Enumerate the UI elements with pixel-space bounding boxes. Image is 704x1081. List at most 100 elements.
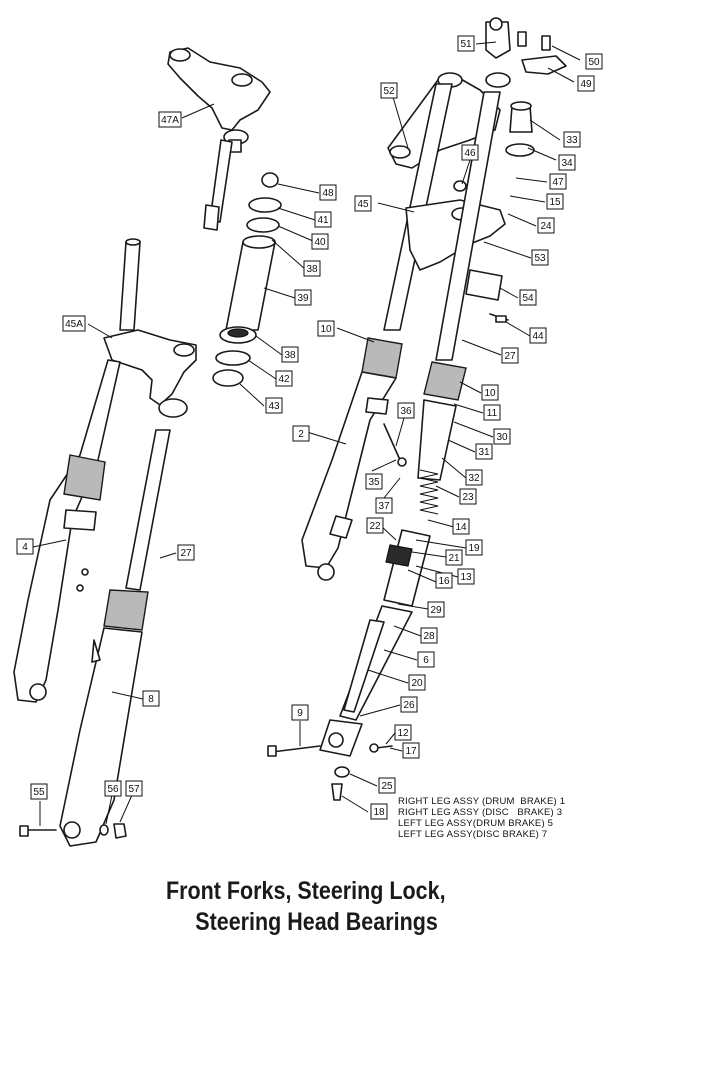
callout-number: 27 <box>180 548 192 559</box>
callout-40: 40 <box>311 233 329 250</box>
left-fork-tube-27-part <box>59 429 171 847</box>
bolt-9-part <box>267 745 321 757</box>
callout-42: 42 <box>275 370 293 387</box>
callout-box <box>501 347 519 364</box>
callout-number: 45 <box>357 199 369 210</box>
callout-number: 43 <box>268 401 280 412</box>
callout-2: 2 <box>292 425 310 442</box>
callout-14: 14 <box>452 518 470 535</box>
callout-box <box>311 233 329 250</box>
top-nut-33-part <box>505 101 535 157</box>
washer-25-part <box>334 766 350 778</box>
callout-box <box>375 497 393 514</box>
callout-box <box>177 544 195 561</box>
callout-box <box>452 518 470 535</box>
callout-box <box>585 53 603 70</box>
callout-number: 42 <box>278 374 290 385</box>
left-fork-bottom-yoke-45a-part <box>103 329 197 418</box>
callout-36: 36 <box>397 402 415 419</box>
legend-line: LEFT LEG ASSY(DISC BRAKE) 7 <box>398 829 548 840</box>
legend-line: RIGHT LEG ASSY (DISC BRAKE) 3 <box>398 807 563 818</box>
callout-number: 28 <box>423 631 435 642</box>
callout-box <box>465 469 483 486</box>
callout-box <box>546 193 564 210</box>
callout-27: 27 <box>501 347 519 364</box>
callout-number: 26 <box>403 700 415 711</box>
legend-line: LEFT LEG ASSY(DRUM BRAKE) 5 <box>398 818 554 829</box>
callout-box <box>62 315 86 332</box>
callout-51: 51 <box>457 35 475 52</box>
callout-39: 39 <box>294 289 312 306</box>
callout-number: 50 <box>588 57 600 68</box>
callout-number: 6 <box>423 655 429 666</box>
callout-box <box>457 568 475 585</box>
callout-number: 46 <box>464 148 476 159</box>
left-lower-leg-4-part <box>13 359 121 703</box>
callout-box <box>465 539 483 556</box>
callout-number: 38 <box>284 350 296 361</box>
callout-number: 41 <box>317 215 329 226</box>
callout-box <box>314 211 332 228</box>
callout-box <box>445 549 463 566</box>
callout-number: 53 <box>534 253 546 264</box>
callout-number: 19 <box>468 543 480 554</box>
callout-48: 48 <box>319 184 337 201</box>
callout-box <box>400 696 418 713</box>
callout-number: 17 <box>405 746 417 757</box>
callout-22: 22 <box>366 517 384 534</box>
callout-number: 47A <box>161 115 179 126</box>
callout-box <box>319 184 337 201</box>
callout-10: 10 <box>317 320 335 337</box>
callout-13: 13 <box>457 568 475 585</box>
callout-box <box>281 346 299 363</box>
callout-38: 38 <box>303 260 321 277</box>
callout-26: 26 <box>400 696 418 713</box>
callout-number: 31 <box>478 447 490 458</box>
callout-box <box>370 803 388 820</box>
callout-box <box>292 425 310 442</box>
damper-assembly-part <box>319 529 431 757</box>
callout-number: 22 <box>369 521 381 532</box>
callout-number: 10 <box>484 388 496 399</box>
callout-35: 35 <box>365 473 383 490</box>
callout-11: 11 <box>483 404 501 421</box>
callout-box <box>16 538 34 555</box>
callout-number: 15 <box>549 197 561 208</box>
callout-box <box>354 195 372 212</box>
callout-box <box>577 75 595 92</box>
callout-44: 44 <box>529 327 547 344</box>
callout-number: 14 <box>455 522 467 533</box>
callout-45: 45 <box>354 195 372 212</box>
top-yoke-47a-part <box>167 47 271 231</box>
callout-box <box>427 601 445 618</box>
callout-number: 4 <box>22 542 28 553</box>
caption-line-1: Front Forks, Steering Lock, <box>166 877 446 905</box>
screw-12-17-part <box>369 743 393 753</box>
callout-box <box>402 742 420 759</box>
callout-number: 47 <box>552 177 564 188</box>
callout-53: 53 <box>531 249 549 266</box>
callout-30: 30 <box>493 428 511 445</box>
callout-number: 52 <box>383 86 395 97</box>
callout-29: 29 <box>427 601 445 618</box>
callout-box <box>408 674 426 691</box>
callout-number: 29 <box>430 605 442 616</box>
callout-box <box>529 327 547 344</box>
callout-number: 23 <box>462 492 474 503</box>
callout-box <box>365 473 383 490</box>
callout-number: 10 <box>320 324 332 335</box>
callout-28: 28 <box>420 627 438 644</box>
callout-54: 54 <box>519 289 537 306</box>
callout-20: 20 <box>408 674 426 691</box>
callout-15: 15 <box>546 193 564 210</box>
callout-number: 48 <box>322 188 334 199</box>
callout-box <box>104 780 122 797</box>
callout-number: 34 <box>561 158 573 169</box>
right-lower-leg-2-part <box>301 337 403 581</box>
callout-number: 39 <box>297 293 309 304</box>
callout-50: 50 <box>585 53 603 70</box>
callout-number: 27 <box>504 351 516 362</box>
callout-41: 41 <box>314 211 332 228</box>
callout-number: 30 <box>496 432 508 443</box>
callout-12: 12 <box>394 724 412 741</box>
